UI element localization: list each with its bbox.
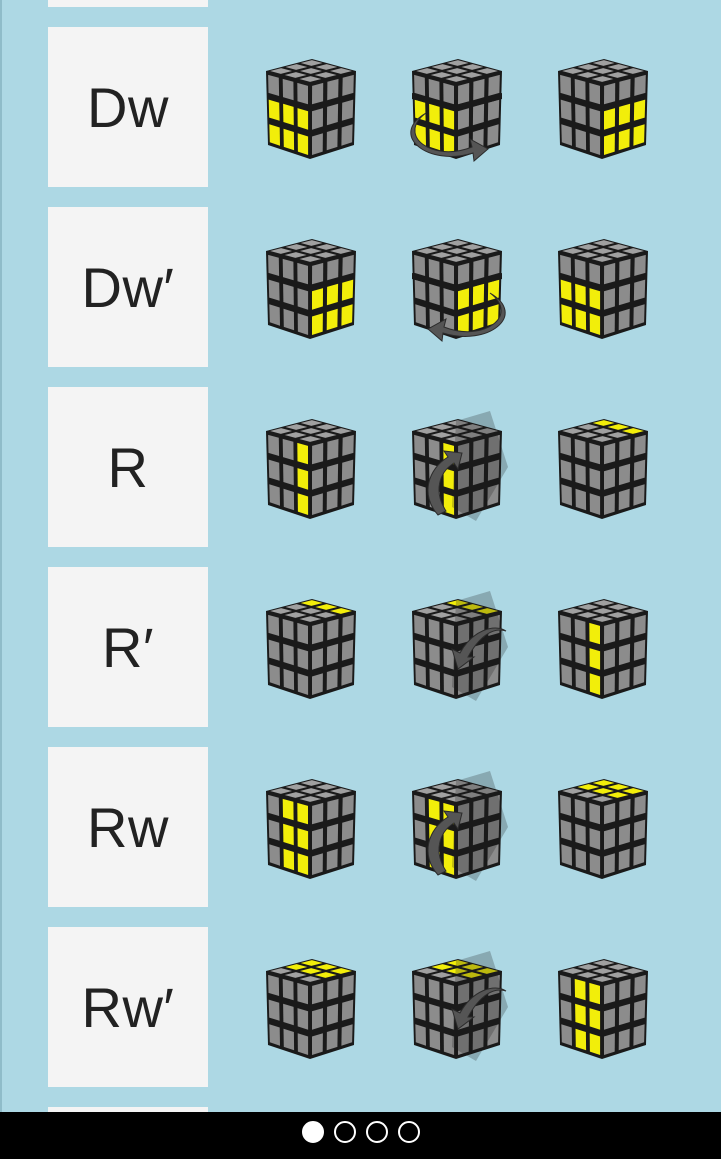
- cube-state-icon: [548, 51, 660, 163]
- page-dot-2[interactable]: [333, 1121, 356, 1143]
- cube-turning-right-layer-icon: [412, 591, 508, 701]
- cube-turning-icon: [402, 591, 514, 703]
- cube-turning-icon: [402, 231, 514, 343]
- cube-yellow-top-back-two-rows-icon: [266, 959, 356, 1059]
- notation-card[interactable]: Rw′: [48, 927, 208, 1087]
- cube-state-icon: [548, 951, 660, 1063]
- notation-card[interactable]: R: [48, 387, 208, 547]
- cube-turning-right-two-layers-icon: [412, 771, 508, 881]
- move-row: Dw′: [0, 207, 721, 367]
- notation-card[interactable]: Dw′: [48, 207, 208, 367]
- cube-turning-icon: [402, 51, 514, 163]
- page-dot-3[interactable]: [365, 1121, 388, 1143]
- page-indicator: [0, 1121, 721, 1147]
- move-row: R: [0, 387, 721, 547]
- cube-yellow-front-bottom-two-rows-icon: [266, 59, 356, 159]
- cube-state-icon: [548, 231, 660, 343]
- cube-turning-bottom-two-layers-icon: [412, 239, 506, 342]
- cube-turning-bottom-two-layers-icon: [410, 59, 502, 162]
- cube-state-icon: [256, 951, 368, 1063]
- move-row: Dw: [0, 27, 721, 187]
- page-dot-4[interactable]: [397, 1121, 420, 1143]
- cube-yellow-top-back-row-icon: [266, 599, 356, 699]
- cube-yellow-front-right-two-columns-icon: [558, 959, 648, 1059]
- partial-notation-card-bottom: [48, 1107, 208, 1112]
- bottom-bar: [0, 1112, 721, 1159]
- cube-yellow-front-bottom-two-rows-icon: [558, 239, 648, 339]
- cube-yellow-front-right-column-icon: [558, 599, 648, 699]
- move-row: Rw′: [0, 927, 721, 1087]
- cube-yellow-top-back-row-icon: [558, 419, 648, 519]
- cube-turning-right-two-layers-icon: [412, 951, 508, 1061]
- cube-turning-icon: [402, 411, 514, 523]
- cube-yellow-front-right-column-icon: [266, 419, 356, 519]
- left-edge-divider: [0, 0, 2, 1112]
- cube-turning-right-layer-icon: [412, 411, 508, 521]
- cube-state-icon: [548, 771, 660, 883]
- notation-card[interactable]: Dw: [48, 27, 208, 187]
- cube-yellow-right-bottom-two-rows-icon: [266, 239, 356, 339]
- cube-yellow-front-right-two-columns-icon: [266, 779, 356, 879]
- cube-yellow-top-back-two-rows-icon: [558, 779, 648, 879]
- cube-state-icon: [256, 51, 368, 163]
- cube-state-icon: [256, 771, 368, 883]
- move-row: Rw: [0, 747, 721, 907]
- cube-turning-icon: [402, 771, 514, 883]
- notation-card[interactable]: R′: [48, 567, 208, 727]
- cube-state-icon: [548, 591, 660, 703]
- cube-state-icon: [256, 411, 368, 523]
- move-row: R′: [0, 567, 721, 727]
- cube-yellow-right-bottom-two-rows-icon: [558, 59, 648, 159]
- page-dot-1[interactable]: [301, 1121, 324, 1143]
- cube-turning-icon: [402, 951, 514, 1063]
- cube-state-icon: [256, 591, 368, 703]
- partial-notation-card-top: [48, 0, 208, 7]
- cube-state-icon: [256, 231, 368, 343]
- notation-card[interactable]: Rw: [48, 747, 208, 907]
- cube-state-icon: [548, 411, 660, 523]
